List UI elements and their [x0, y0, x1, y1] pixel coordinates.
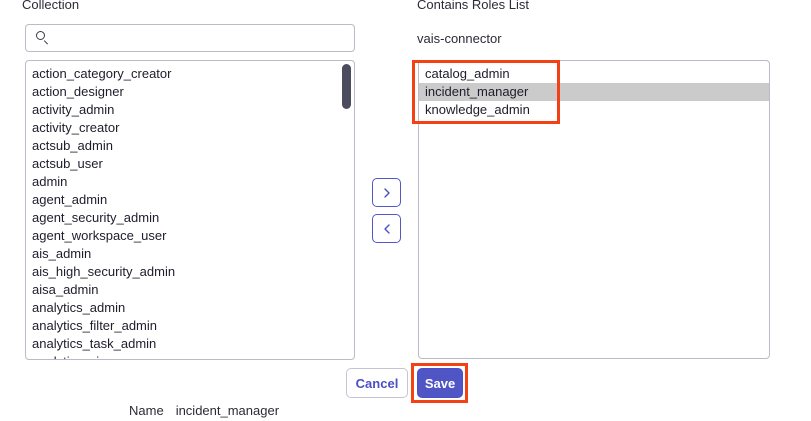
search-input[interactable]	[50, 25, 346, 51]
collection-list-item[interactable]: activity_creator	[32, 120, 120, 135]
collection-list-item[interactable]: analytics_filter_admin	[32, 318, 158, 333]
contains-roles-list-item[interactable]: incident_manager	[419, 83, 769, 101]
search-box[interactable]	[25, 24, 355, 52]
collection-list-item[interactable]: ais_high_security_admin	[32, 264, 176, 279]
contains-roles-list-item[interactable]: knowledge_admin	[425, 102, 530, 117]
collection-list-item[interactable]: action_category_creator	[32, 66, 172, 81]
collection-list-item[interactable]: admin	[32, 174, 68, 189]
move-left-button[interactable]	[372, 214, 401, 243]
collection-list-item[interactable]: agent_workspace_user	[32, 228, 167, 243]
name-value: incident_manager	[175, 403, 280, 418]
collection-list-item[interactable]: agent_admin	[32, 192, 108, 207]
collection-label: Collection	[22, 0, 80, 12]
name-label: Name	[129, 403, 164, 418]
collection-list-item[interactable]: action_designer	[32, 84, 124, 99]
contains-roles-list-label: Contains Roles List	[417, 0, 529, 12]
subject-name: vais-connector	[417, 31, 502, 46]
collection-list-item[interactable]: ais_admin	[32, 246, 92, 261]
collection-list-item[interactable]: analytics_admin	[32, 300, 126, 315]
collection-list-item[interactable]: aisa_admin	[32, 282, 99, 297]
move-right-button[interactable]	[372, 178, 401, 207]
collection-list-item[interactable]: activity_admin	[32, 102, 115, 117]
chevron-right-icon	[383, 187, 390, 198]
collection-scrollbar[interactable]	[342, 64, 351, 356]
collection-list-item[interactable]: analytics_viewer	[26, 353, 354, 359]
name-row: Name incident_manager	[129, 403, 279, 419]
collection-list-item[interactable]: actsub_user	[32, 156, 103, 171]
collection-list-item[interactable]: analytics_task_admin	[32, 336, 157, 351]
collection-scrollbar-thumb[interactable]	[342, 64, 351, 109]
chevron-left-icon	[383, 223, 390, 234]
collection-list-item[interactable]: actsub_admin	[32, 138, 113, 153]
collection-list-item[interactable]: agent_security_admin	[32, 210, 160, 225]
search-icon	[36, 31, 50, 45]
contains-roles-list-item[interactable]: catalog_admin	[425, 66, 510, 81]
save-button[interactable]: Save	[417, 368, 463, 398]
cancel-button[interactable]: Cancel	[346, 368, 408, 398]
